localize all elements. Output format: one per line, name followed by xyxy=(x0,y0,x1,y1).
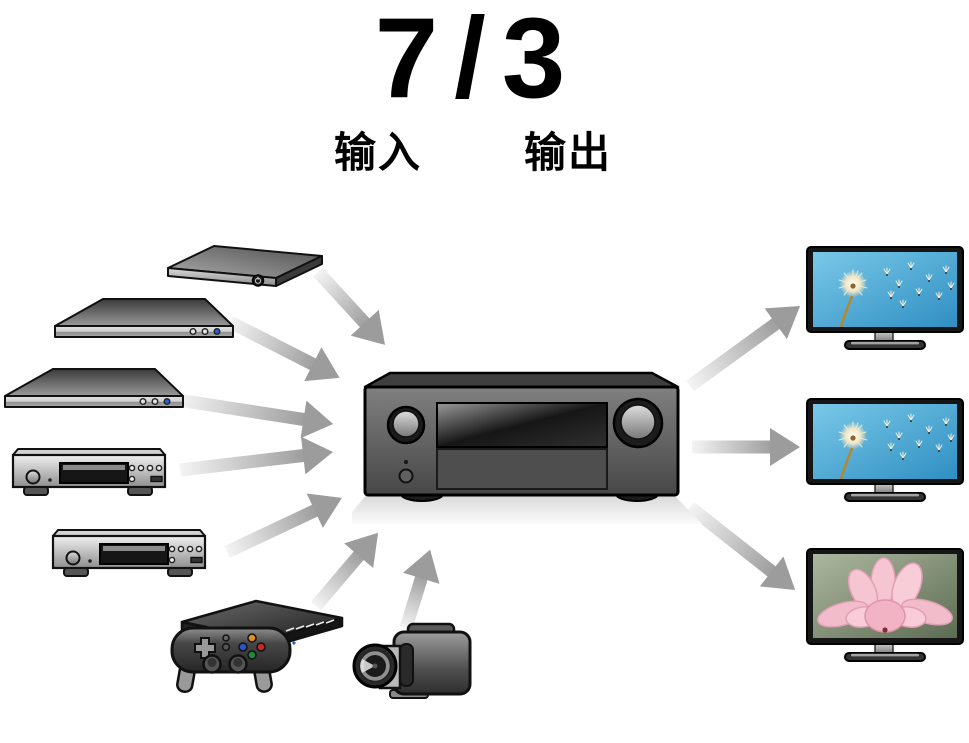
lotus-flower xyxy=(817,557,953,633)
cd-player-icon xyxy=(11,448,167,496)
set-top-box-icon xyxy=(167,245,323,287)
power-led xyxy=(163,398,171,406)
arrow-console-to-receiver xyxy=(311,532,379,611)
io-ratio: 7 / 3 xyxy=(280,0,660,122)
knob-icon xyxy=(65,550,81,566)
gamepad-icon xyxy=(170,626,292,694)
arrow-receiver-to-tv2 xyxy=(692,428,800,466)
power-button-icon xyxy=(251,274,265,287)
cd-player-icon xyxy=(51,529,207,577)
tv-screen xyxy=(813,404,957,479)
arrow-receiver-to-tv3 xyxy=(685,501,796,591)
tv-screen xyxy=(813,554,957,638)
arrow-cd1-to-receiver xyxy=(179,436,333,477)
camcorder-icon xyxy=(352,622,472,699)
standby-led xyxy=(404,460,408,464)
dandelion-seeds xyxy=(883,413,955,460)
ratio-separator: / xyxy=(454,0,486,122)
tv-lotus-icon xyxy=(806,548,964,662)
game-console-icon xyxy=(170,599,344,694)
power-button-icon xyxy=(398,468,414,484)
arrow-cd2-to-receiver xyxy=(224,493,342,558)
arrow-camcorder-to-receiver xyxy=(399,549,440,630)
inputs-label: 输入 xyxy=(333,129,422,176)
receiver-shadow xyxy=(352,493,702,524)
inputs-count: 7 xyxy=(374,0,439,122)
lens-icon xyxy=(352,643,398,689)
power-led xyxy=(213,328,221,336)
tv-dandelion-icon xyxy=(806,246,964,350)
tv-screen xyxy=(813,252,957,327)
arrow-receiver-to-tv1 xyxy=(686,306,801,392)
outputs-count: 3 xyxy=(501,0,566,122)
volume-knob-icon xyxy=(386,405,426,445)
front-flap xyxy=(436,448,608,490)
tv-dandelion-icon xyxy=(806,398,964,502)
outputs-label: 输出 xyxy=(523,129,612,176)
arrow-settopbox-to-receiver xyxy=(313,267,386,345)
av-receiver-icon xyxy=(352,371,702,524)
disc-player-icon xyxy=(4,368,184,408)
disc-player-icon xyxy=(54,298,234,338)
selector-knob-icon xyxy=(612,397,664,449)
receiver-display xyxy=(436,402,608,448)
arrow-player2-to-receiver xyxy=(177,393,334,439)
knob-icon xyxy=(25,469,41,485)
dandelion-seeds xyxy=(883,261,955,308)
arrow-player1-to-receiver xyxy=(227,316,340,382)
